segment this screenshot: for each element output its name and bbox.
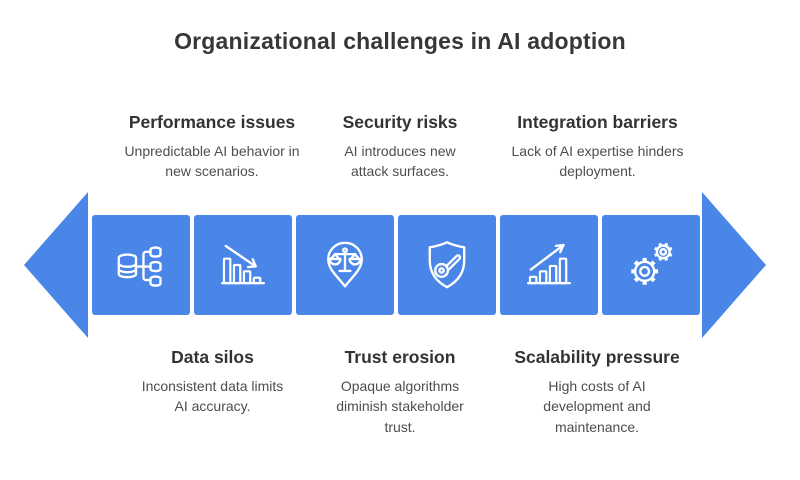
label-heading: Trust erosion — [344, 347, 456, 367]
arrow-left-head — [24, 192, 88, 338]
label-data-silos: Data silos Inconsistent data limits AI a… — [140, 347, 285, 417]
label-heading: Scalability pressure — [514, 347, 680, 367]
arrow-right-head — [702, 192, 766, 338]
step-scalability-pressure — [500, 215, 598, 315]
shield-key-icon — [428, 241, 466, 289]
process-arrow — [0, 192, 800, 338]
label-performance-issues: Performance issues Unpredictable AI beha… — [123, 112, 301, 182]
label-description: AI introduces new attack surfaces. — [344, 143, 456, 180]
step-integration-barriers — [602, 215, 700, 315]
rising-bar-chart-icon — [526, 243, 572, 285]
step-performance-issues — [194, 215, 292, 315]
label-description: Lack of AI expertise hinders deployment. — [511, 143, 684, 180]
label-integration-barriers: Integration barriers Lack of AI expertis… — [510, 112, 685, 182]
label-heading: Data silos — [171, 347, 254, 367]
page-title: Organizational challenges in AI adoption — [174, 28, 626, 54]
step-data-silos — [92, 215, 190, 315]
step-security-risks — [398, 215, 496, 315]
label-heading: Integration barriers — [517, 112, 678, 132]
label-heading: Security risks — [342, 112, 458, 132]
label-description: Opaque algorithms diminish stakeholder t… — [336, 378, 464, 435]
label-security-risks: Security risks AI introduces new attack … — [325, 112, 475, 182]
label-description: High costs of AI development and mainten… — [543, 378, 651, 435]
arrow-steps — [92, 215, 700, 315]
label-description: Inconsistent data limits AI accuracy. — [141, 378, 284, 415]
label-description: Unpredictable AI behavior in new scenari… — [124, 143, 300, 180]
label-heading: Performance issues — [128, 112, 296, 132]
justice-scales-pin-icon — [327, 241, 363, 288]
database-network-icon — [117, 246, 162, 287]
label-trust-erosion: Trust erosion Opaque algorithms diminish… — [325, 347, 475, 437]
step-trust-erosion — [296, 215, 394, 315]
label-scalability-pressure: Scalability pressure High costs of AI de… — [512, 347, 682, 437]
declining-bar-chart-icon — [220, 244, 266, 285]
gears-icon — [631, 242, 673, 285]
